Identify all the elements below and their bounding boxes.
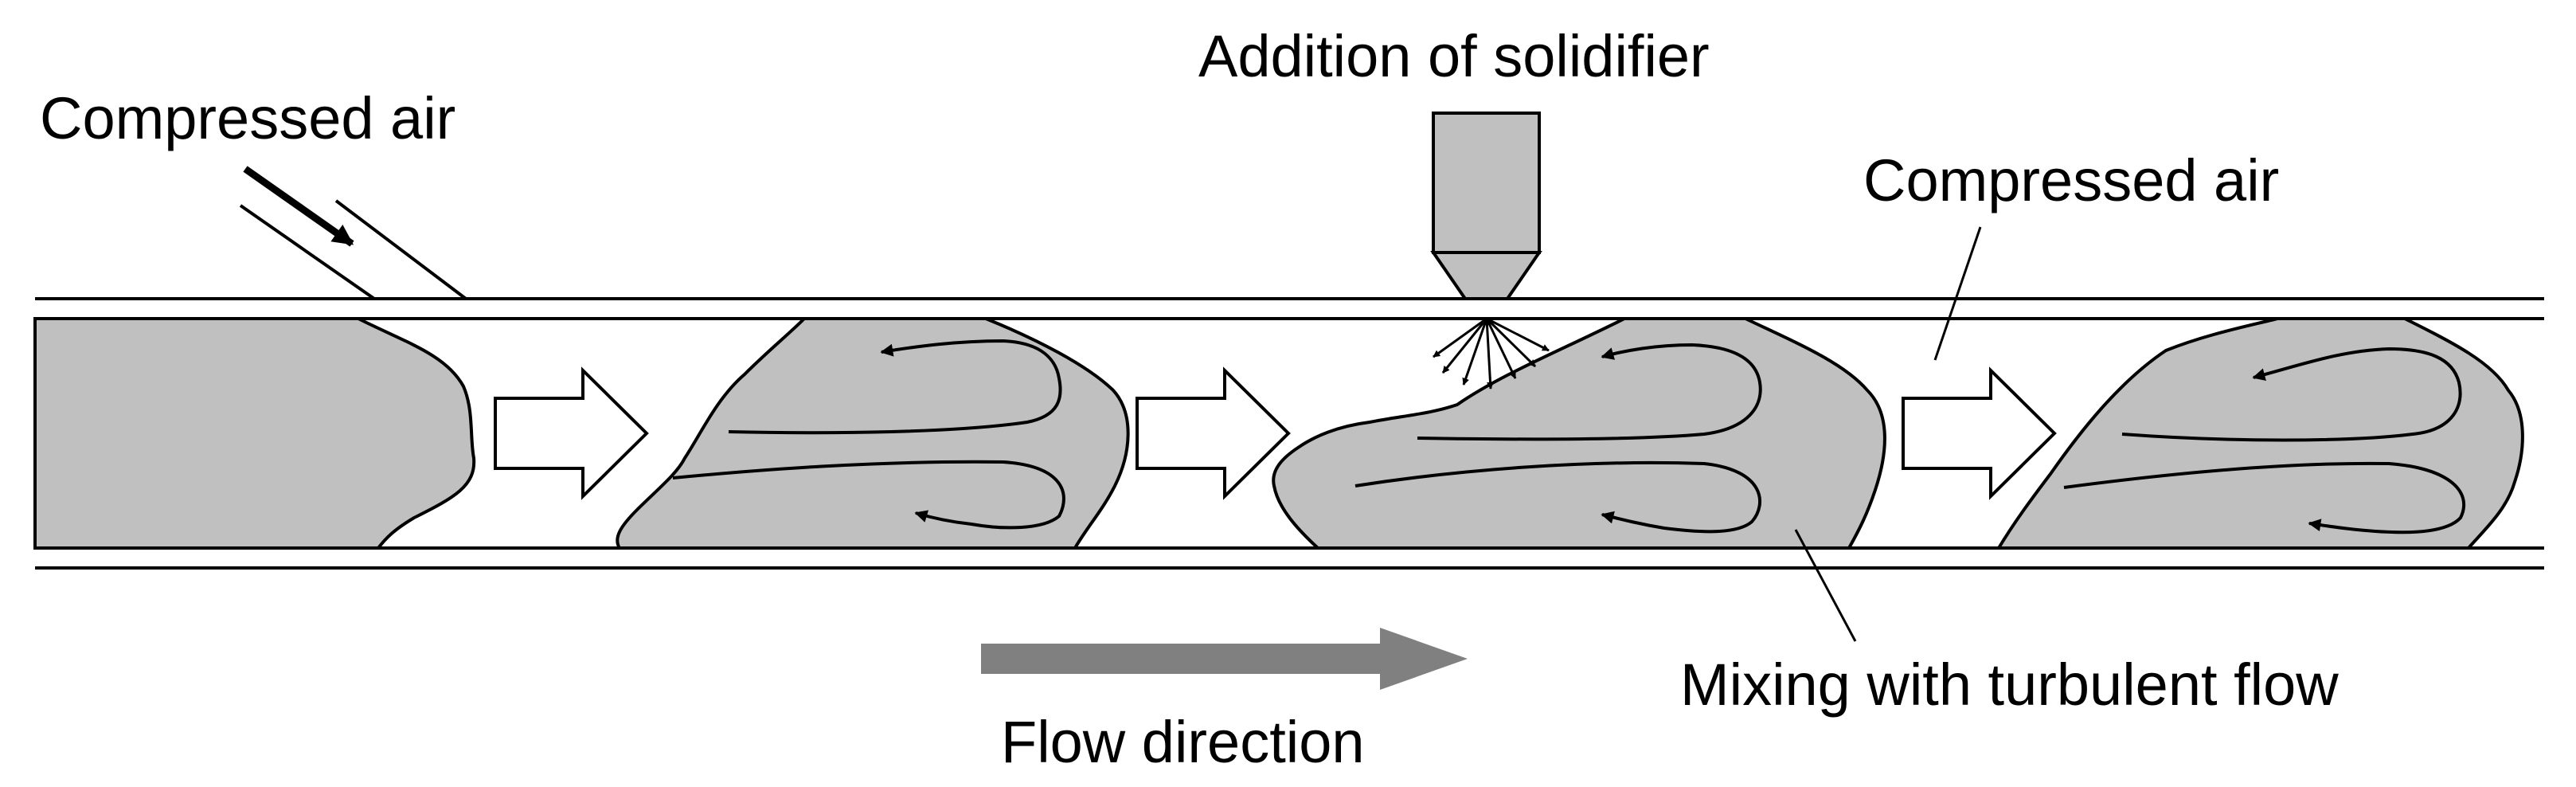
- slug-motion-arrows: [494, 366, 2057, 500]
- solidifier-spray-arrows: [1433, 317, 1550, 390]
- block-arrow-2: [1136, 366, 1291, 500]
- addition-of-solidifier-label: Addition of solidifier: [1198, 23, 1710, 89]
- slug-2-flow-lines: [672, 339, 1065, 530]
- pipe: [35, 297, 2544, 570]
- slug-1: [33, 317, 476, 550]
- air-inlet-duct: [239, 199, 467, 300]
- slug-3-flow-lines: [1354, 343, 1762, 534]
- mixing-with-turbulent-flow-label: Mixing with turbulent flow: [1680, 652, 2339, 718]
- flow-direction-arrow: [981, 628, 1468, 690]
- slug-4-flow-lines: [2063, 347, 2466, 534]
- compressed-air-right-label: Compressed air: [1863, 147, 2280, 213]
- air-inlet-arrow: [243, 166, 354, 247]
- block-arrow-3: [1902, 366, 2057, 500]
- block-arrow-1: [494, 366, 649, 500]
- slug-4: [1996, 317, 2524, 550]
- mixing-leader: [1794, 529, 1857, 642]
- compressed-air-left-label: Compressed air: [40, 85, 456, 151]
- compressed-air-right-leader: [1933, 226, 1982, 361]
- slug-3: [1272, 317, 1886, 550]
- solidifier-nozzle: [1430, 112, 1542, 300]
- flow-direction-label: Flow direction: [1001, 709, 1365, 775]
